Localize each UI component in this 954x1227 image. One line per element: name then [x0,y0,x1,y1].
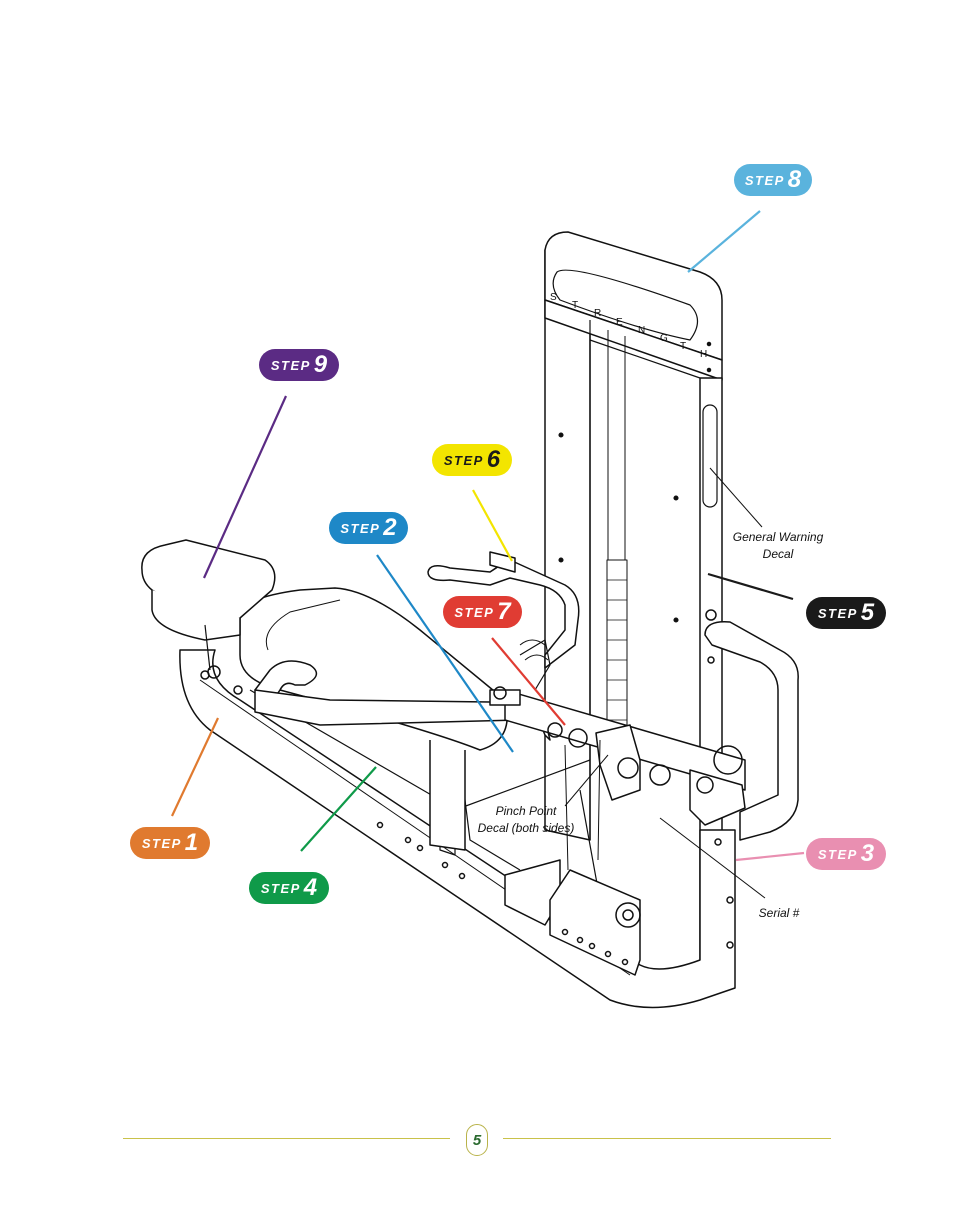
pinch-point-line1: Pinch Point [495,804,557,818]
leader-lines [171,210,805,862]
leader-step-6 [472,489,513,562]
general-warning-decal-callout: General Warning Decal [728,529,828,563]
cable [564,739,601,871]
leader-step-4 [300,766,377,852]
back-pad [141,539,276,695]
leader-step-5 [707,572,794,601]
svg-text:N: N [638,325,645,336]
pinch-point-decal-callout: Pinch Point Decal (both sides) [474,803,578,837]
leader-step-3 [735,851,805,862]
svg-text:R: R [594,308,601,319]
strength-lettering: S T R E N G T H [550,292,707,360]
lever-arm [489,639,746,826]
callout-leaders [564,467,766,899]
leader-step-8 [687,210,761,273]
svg-text:H: H [700,349,707,360]
pinch-point-line2: Decal (both sides) [477,821,575,835]
svg-text:S: S [550,292,557,303]
base-frame [179,621,799,1009]
svg-text:T: T [572,300,578,311]
general-warning-line2: Decal [762,547,794,561]
leader-step-9 [202,395,288,579]
leader-step-7 [491,637,566,726]
svg-text:G: G [660,333,668,344]
svg-text:E: E [616,317,623,328]
serial-number-callout: Serial # [758,906,800,920]
leader-step-2 [376,554,514,753]
leader-step-1 [171,717,219,817]
svg-text:T: T [680,341,686,352]
footer-rule-right [503,1138,831,1139]
page-number: 5 [466,1124,488,1156]
footer-rule-left [123,1138,450,1139]
general-warning-line1: General Warning [732,530,824,544]
